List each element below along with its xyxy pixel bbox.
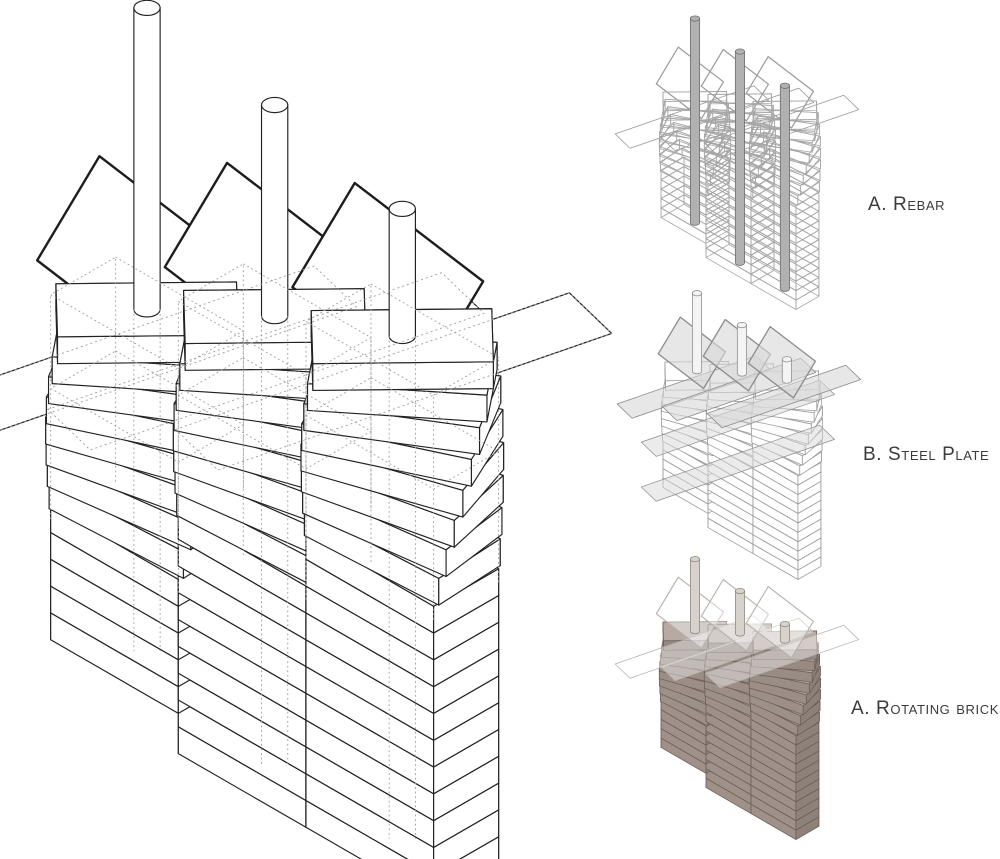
rebar-axon	[614, 15, 860, 310]
steel-plate-axon	[616, 290, 862, 580]
label-steel-plate: B. Steel Plate	[863, 444, 990, 465]
rotating-bricks-axon	[614, 556, 860, 840]
label-rotating-bricks: A. Rotating bricks	[851, 698, 1000, 719]
main-assembly-axon	[0, 0, 613, 859]
label-rebar: A. Rebar	[868, 194, 946, 215]
